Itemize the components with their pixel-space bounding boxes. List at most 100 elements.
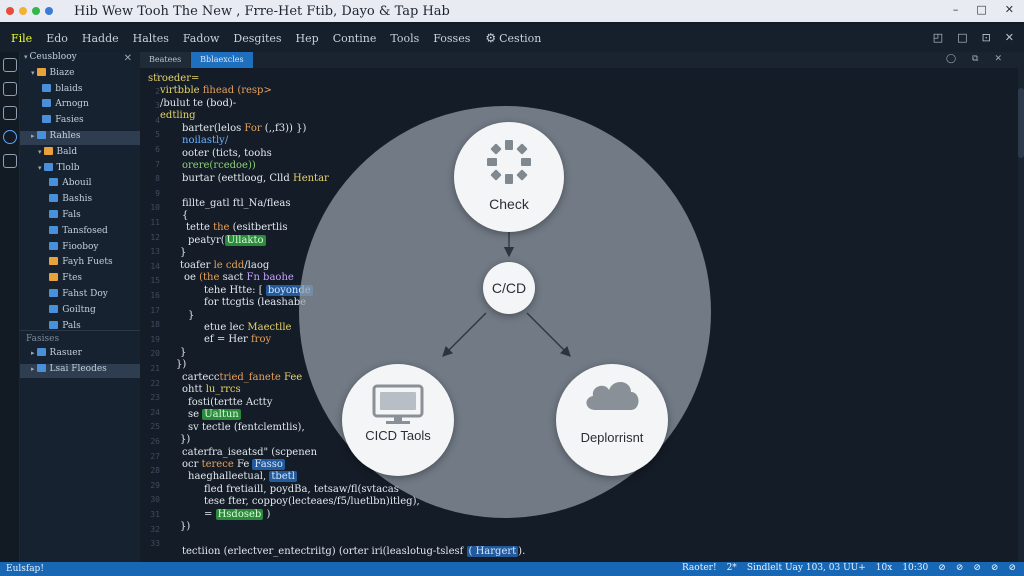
close-tab-icon[interactable]: ✕ — [994, 54, 1002, 64]
code-line[interactable]: stroeder= — [148, 73, 199, 84]
check-node[interactable]: Check — [454, 122, 564, 232]
tree-item[interactable]: Ftes — [20, 273, 140, 287]
split-icon[interactable]: ⊡ — [981, 31, 991, 44]
status-item[interactable]: ⊘ — [990, 563, 999, 573]
menu-item[interactable]: Haltes — [132, 31, 169, 45]
code-line[interactable]: } — [188, 310, 194, 321]
menu-item[interactable]: Contine — [332, 31, 377, 45]
menu-item[interactable]: Tools — [390, 31, 420, 45]
code-line[interactable]: }) — [180, 521, 190, 532]
status-item[interactable]: 2* — [726, 563, 737, 573]
settings-gear-icon[interactable]: ⚙ — [485, 31, 497, 45]
close-icon[interactable]: ✕ — [1004, 3, 1014, 16]
code-line[interactable]: orere(rcedoe)) — [182, 160, 256, 171]
menu-item[interactable]: Fadow — [182, 31, 220, 45]
restore-icon[interactable]: □ — [957, 31, 968, 44]
tab-beatees[interactable]: Beatees — [140, 52, 191, 68]
code-line[interactable]: }) — [176, 359, 186, 370]
explorer-icon[interactable] — [2, 58, 17, 72]
tree-item[interactable]: ▸Rahles — [20, 131, 140, 145]
status-item[interactable]: 10:30 — [902, 563, 929, 573]
minimize-icon[interactable]: – — [952, 3, 959, 16]
menu-item[interactable]: Fosses — [433, 31, 471, 45]
code-line[interactable]: etue lec Maectlle — [204, 322, 291, 333]
tree-item[interactable]: ▾Tlolb — [20, 162, 140, 177]
menu-item[interactable]: Hep — [295, 31, 319, 45]
section-header[interactable]: Fasises — [26, 334, 60, 344]
scrollbar-thumb[interactable] — [1018, 88, 1024, 158]
deployment-node[interactable]: Deplorrisnt — [556, 364, 668, 476]
tree-item[interactable]: ▸Rasuer — [20, 348, 140, 362]
code-line[interactable]: } — [180, 247, 186, 258]
tree-item[interactable]: Pals — [20, 320, 140, 335]
code-line[interactable]: ef = Her froy — [204, 334, 271, 345]
tree-item[interactable]: Arnogn — [20, 99, 140, 113]
debug-icon[interactable] — [2, 154, 17, 168]
split-editor-icon[interactable]: ⧉ — [972, 54, 979, 64]
tree-item[interactable]: Fasies — [20, 115, 140, 129]
tree-item[interactable]: ▾Bald — [20, 146, 140, 161]
tree-item[interactable]: ▾Biaze — [20, 67, 140, 82]
menu-item[interactable]: Desgites — [233, 31, 282, 45]
code-line[interactable]: se Ualtun — [188, 409, 241, 421]
maximize-icon[interactable]: □ — [976, 3, 987, 16]
code-line[interactable]: burtar (eettloog, Clld Hentar — [182, 173, 329, 184]
code-line[interactable]: }) — [180, 434, 190, 445]
close-dot-icon[interactable] — [6, 7, 14, 15]
status-item[interactable]: ⊘ — [1008, 563, 1016, 573]
status-item[interactable]: Sindlelt Uay 103, 03 UU+ — [746, 563, 866, 573]
maximize-dot-icon[interactable] — [32, 7, 40, 15]
code-line[interactable]: } — [180, 347, 186, 358]
code-line[interactable]: haeghalleetual, tbetl — [188, 471, 297, 483]
tree-item[interactable]: Fayh Fuets — [20, 257, 140, 271]
close-panel-icon[interactable]: ✕ — [1004, 31, 1014, 44]
code-line[interactable]: tette the (esitbertlis — [186, 222, 287, 233]
tree-item[interactable]: Bashis — [20, 194, 140, 208]
code-line[interactable]: ohtt lu_rrcs — [182, 384, 241, 395]
code-line[interactable]: = Hsdoseb ) — [204, 508, 270, 520]
tree-item[interactable]: Fiooboy — [20, 241, 140, 256]
cicd-tools-node[interactable]: CICD Taols — [342, 364, 454, 476]
tree-item[interactable]: blaids — [20, 83, 140, 98]
code-line[interactable]: oe (the sact Fn baohe — [184, 272, 294, 283]
tree-item[interactable]: Fals — [20, 210, 140, 224]
cicd-hub-node[interactable]: C/CD — [483, 262, 535, 314]
code-line[interactable]: fillte_gatl ftl_Na/fleas — [182, 198, 290, 209]
status-left[interactable]: Eulsfap! — [6, 564, 44, 574]
code-line[interactable]: /bulut te (bod)- — [160, 98, 236, 109]
code-line[interactable]: virtbble fihead (resp> — [160, 85, 272, 96]
code-line[interactable]: tese fter, coppoy(lecteaes/f5/luetlbn)it… — [204, 496, 420, 507]
code-line[interactable]: sv tectle (fentclemtlis), — [188, 422, 305, 433]
menu-item[interactable]: Edo — [46, 31, 68, 45]
search-icon[interactable] — [2, 82, 17, 96]
code-line[interactable]: tehe Htte: [ boyonde — [204, 284, 313, 296]
menu-item[interactable]: File — [11, 31, 33, 45]
tree-item[interactable]: Fahst Doy — [20, 289, 140, 303]
extensions-icon[interactable] — [2, 130, 17, 144]
tree-item[interactable]: Tansfosed — [20, 225, 140, 240]
tab-bblaexcles[interactable]: Bblaexcles — [191, 52, 253, 68]
close-explorer-icon[interactable]: ✕ — [123, 53, 132, 64]
code-line[interactable]: noilastly/ — [182, 135, 228, 146]
code-line[interactable]: peatyr(Ullakto — [188, 234, 266, 246]
status-item[interactable]: ⊘ — [955, 563, 964, 573]
source-control-icon[interactable] — [2, 106, 17, 120]
status-item[interactable]: ⊘ — [973, 563, 981, 573]
code-line[interactable]: { — [182, 210, 188, 221]
code-line[interactable]: ooter (ticts, toohs — [182, 148, 272, 159]
status-item[interactable]: 10x — [875, 563, 893, 573]
code-line[interactable]: fled fretiaill, poydBa, tetsaw/fl(svtaca… — [204, 484, 399, 495]
tree-item[interactable]: ▸Lsai Fleodes — [20, 363, 140, 378]
circle-icon[interactable]: ◯ — [945, 54, 957, 64]
tree-item[interactable]: ▾Ceusblooy — [20, 52, 140, 66]
layout-icon[interactable]: ◰ — [932, 31, 944, 44]
code-line[interactable]: edtling — [160, 110, 196, 121]
tree-item[interactable]: Abouil — [20, 178, 140, 192]
vertical-scrollbar[interactable] — [1018, 68, 1024, 562]
code-line[interactable]: ocr terece Fe Fasso — [182, 458, 285, 470]
code-line[interactable]: fosti(tertte Actty — [188, 397, 272, 408]
menu-item[interactable]: Cestion — [499, 31, 542, 45]
tree-item[interactable]: Goiltng — [20, 304, 140, 319]
status-item[interactable]: ⊘ — [938, 563, 946, 573]
status-item[interactable]: Raoter! — [681, 563, 717, 573]
